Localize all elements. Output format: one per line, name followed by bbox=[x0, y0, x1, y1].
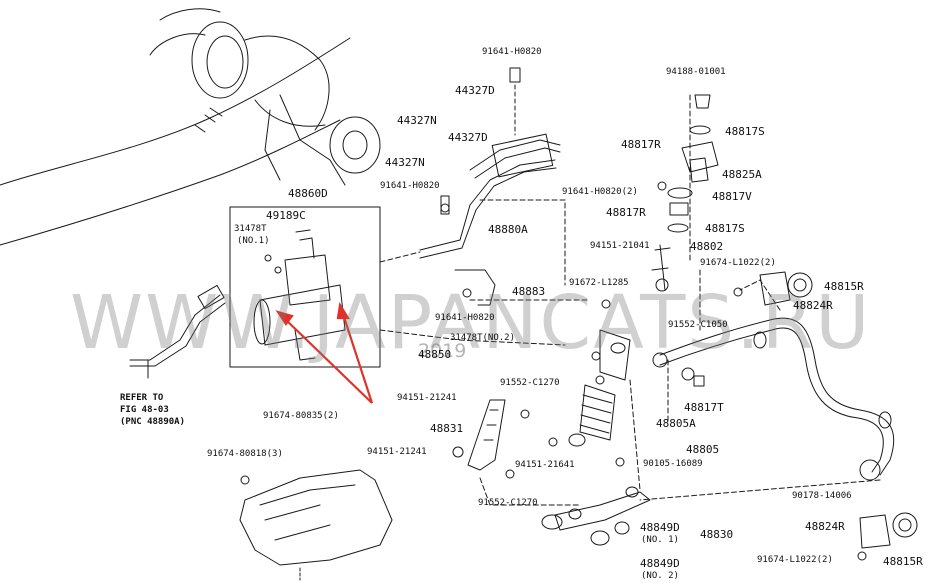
bracket-r2 bbox=[859, 514, 891, 549]
part-94151-21641[interactable]: 94151-21641 bbox=[515, 460, 575, 470]
stabilizer-bar bbox=[659, 317, 895, 476]
part-48824r[interactable]: 48824R bbox=[793, 299, 833, 312]
part-48860d[interactable]: 48860D bbox=[288, 187, 328, 200]
part-48825a[interactable]: 48825A bbox=[722, 168, 762, 181]
part-48830[interactable]: 48830 bbox=[700, 528, 734, 541]
accumulator-box bbox=[229, 206, 381, 368]
part-91641-h0820-low[interactable]: 91641-H0820 bbox=[435, 313, 495, 323]
part-48817r[interactable]: 48817R bbox=[621, 138, 661, 151]
brake-line-left bbox=[129, 294, 221, 361]
lateral-link bbox=[467, 399, 506, 471]
heat-shield bbox=[239, 469, 393, 566]
part-48850[interactable]: 48850 bbox=[418, 348, 452, 361]
frame-rail bbox=[0, 37, 351, 186]
part-48849d-no2-tag: (NO. 2) bbox=[641, 571, 679, 581]
part-31478t[interactable]: 31478T bbox=[234, 224, 267, 234]
part-48880a[interactable]: 48880A bbox=[488, 223, 528, 236]
part-44327n-2[interactable]: 44327N bbox=[385, 156, 425, 169]
part-91552-c1270-b[interactable]: 91552-C1270 bbox=[478, 498, 538, 508]
part-90178-14006[interactable]: 90178-14006 bbox=[792, 491, 852, 501]
part-44327d-2[interactable]: 44327D bbox=[448, 131, 488, 144]
axle-hub bbox=[191, 21, 249, 99]
part-31478t-no2[interactable]: 31478T(NO.2) bbox=[450, 333, 516, 343]
sensor-link bbox=[659, 244, 666, 291]
bushing-stack bbox=[694, 94, 711, 109]
part-49189c[interactable]: 49189C bbox=[266, 209, 306, 222]
part-48849d-no2[interactable]: 48849D bbox=[640, 557, 680, 570]
part-91641-h0820-mid[interactable]: 91641-H0820 bbox=[380, 181, 440, 191]
part-31478t-no1: (NO.1) bbox=[237, 236, 270, 246]
part-48817v[interactable]: 48817V bbox=[712, 190, 752, 203]
part-91674-l1022-2[interactable]: 91674-L1022(2) bbox=[757, 555, 833, 565]
part-48817t[interactable]: 48817T bbox=[684, 401, 724, 414]
part-48815r[interactable]: 48815R bbox=[824, 280, 864, 293]
part-91674-l1022[interactable]: 91674-L1022(2) bbox=[700, 258, 776, 268]
accumulator bbox=[259, 284, 346, 346]
hydraulic-lines bbox=[419, 159, 556, 251]
watermark-year: 2019 bbox=[418, 340, 467, 362]
bracket-r1 bbox=[759, 271, 791, 306]
part-94151-21041[interactable]: 94151-21041 bbox=[590, 241, 650, 251]
part-44327d[interactable]: 44327D bbox=[455, 84, 495, 97]
part-91674-80835[interactable]: 91674-80835(2) bbox=[263, 411, 339, 421]
refer-note: REFER TO bbox=[120, 393, 164, 403]
part-91641-h0820-top[interactable]: 91641-H0820 bbox=[482, 47, 542, 57]
part-48883[interactable]: 48883 bbox=[512, 285, 546, 298]
clamp-48883 bbox=[454, 269, 496, 306]
part-94188-01001[interactable]: 94188-01001 bbox=[666, 67, 726, 77]
part-48849d-no1-tag: (NO. 1) bbox=[641, 535, 679, 545]
part-91552-c1050[interactable]: 91552-C1050 bbox=[668, 320, 728, 330]
part-44327n[interactable]: 44327N bbox=[397, 114, 437, 127]
part-48831[interactable]: 48831 bbox=[430, 422, 464, 435]
refer-pnc: (PNC 48890A) bbox=[120, 417, 186, 427]
part-94151-21241-b[interactable]: 94151-21241 bbox=[367, 447, 427, 457]
part-48802[interactable]: 48802 bbox=[690, 240, 724, 253]
part-48805[interactable]: 48805 bbox=[686, 443, 720, 456]
part-91552-c1270-a[interactable]: 91552-C1270 bbox=[500, 378, 560, 388]
refer-fig[interactable]: FIG 48-03 bbox=[120, 405, 169, 415]
part-48817s[interactable]: 48817S bbox=[725, 125, 765, 138]
part-94151-21241[interactable]: 94151-21241 bbox=[397, 393, 457, 403]
lower-arm bbox=[554, 491, 651, 531]
part-48805a[interactable]: 48805A bbox=[656, 417, 696, 430]
part-48817s-2[interactable]: 48817S bbox=[705, 222, 745, 235]
part-91672-l1285[interactable]: 91672-L1285 bbox=[569, 278, 629, 288]
watermark: WWW.JAPANCATS.RU bbox=[70, 280, 872, 366]
part-48824r-2[interactable]: 48824R bbox=[805, 520, 845, 533]
part-48817r-2[interactable]: 48817R bbox=[606, 206, 646, 219]
flange bbox=[329, 116, 381, 174]
part-90105-16089[interactable]: 90105-16089 bbox=[643, 459, 703, 469]
callout-arrows bbox=[275, 301, 374, 404]
part-48815r-2[interactable]: 48815R bbox=[883, 555, 923, 568]
part-48849d-no1[interactable]: 48849D bbox=[640, 521, 680, 534]
part-91641-h0820-r[interactable]: 91641-H0820(2) bbox=[562, 187, 638, 197]
part-91674-80818[interactable]: 91674-80818(3) bbox=[207, 449, 283, 459]
